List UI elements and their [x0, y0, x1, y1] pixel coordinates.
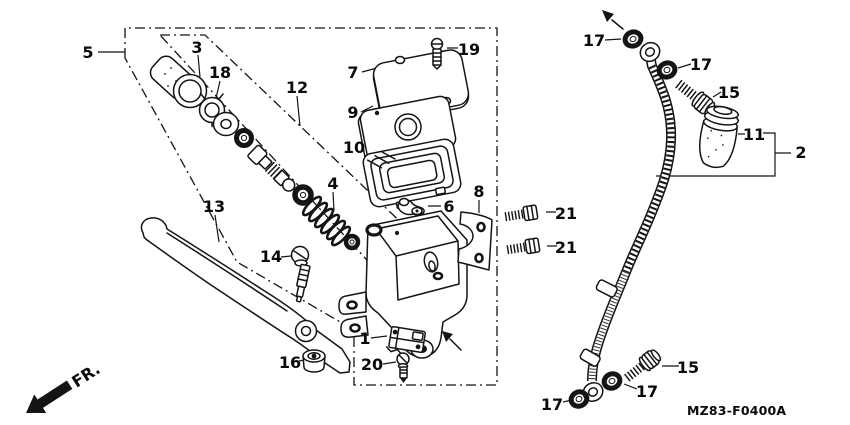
- piston-seal-front: [234, 128, 254, 148]
- callout-10: 10: [343, 138, 365, 157]
- piston-washer: [212, 111, 240, 137]
- callout-2: 2: [795, 143, 806, 162]
- sealing-washer-upper-outer: [622, 29, 644, 49]
- lever-pivot-bolt: [290, 245, 311, 303]
- master-cylinder-body: [338, 210, 468, 359]
- spring-end-washer: [343, 233, 361, 251]
- callout-21a: 21: [555, 204, 577, 223]
- piston-spring: [301, 195, 352, 247]
- sealing-washer-lower-outer: [568, 389, 590, 409]
- callout-1: 1: [359, 329, 370, 348]
- reservoir-diaphragm: [362, 138, 462, 209]
- callout-9: 9: [347, 103, 358, 122]
- callout-17c: 17: [541, 395, 563, 414]
- callout-20: 20: [361, 355, 383, 374]
- front-arrow-icon: [26, 380, 73, 413]
- master-piston: [247, 144, 296, 192]
- brake-light-switch: [385, 326, 426, 356]
- switch-screw: [396, 352, 410, 383]
- front-marker-label: FR.: [68, 359, 103, 391]
- callout-16: 16: [279, 353, 301, 372]
- sealing-washer-lower-inner: [601, 371, 623, 391]
- hose-direction-arrow-top: [602, 10, 624, 30]
- callout-17a: 17: [583, 31, 605, 50]
- callout-15a: 15: [718, 83, 740, 102]
- callout-13: 13: [203, 197, 225, 216]
- callout-14: 14: [260, 247, 282, 266]
- callout-11: 11: [743, 125, 765, 144]
- piston-boot: [149, 55, 208, 109]
- brake-lever: [140, 217, 351, 374]
- piston-cup-seal: [292, 184, 314, 206]
- cap-screw: [430, 37, 444, 70]
- callout-7: 7: [347, 63, 358, 82]
- hose-boot: [698, 105, 740, 169]
- hose-upper-eyelet: [639, 41, 661, 63]
- hose-clamp-piece: [397, 197, 425, 216]
- callout-15b: 15: [677, 358, 699, 377]
- diagram-code: MZ83-F0400A: [687, 403, 786, 418]
- callout-6: 6: [443, 197, 454, 216]
- callout-21b: 21: [555, 238, 577, 257]
- banjo-bolt-lower: [624, 349, 662, 382]
- callout-19: 19: [458, 40, 480, 59]
- body-direction-arrow: [442, 331, 462, 351]
- lever-pivot-nut: [302, 349, 326, 373]
- callout-5: 5: [82, 43, 93, 62]
- hose-assembly-bracket: [656, 132, 791, 177]
- front-direction-marker: FR.: [26, 359, 104, 413]
- callout-leader-lines: [98, 38, 722, 403]
- sealing-washer-upper-inner: [656, 60, 678, 80]
- callout-17d: 17: [636, 382, 658, 401]
- callout-17b: 17: [690, 55, 712, 74]
- clamp-bolt-upper: [504, 204, 539, 222]
- brake-hose: [579, 41, 677, 403]
- callout-3: 3: [191, 38, 202, 57]
- callout-18: 18: [209, 63, 231, 82]
- assembly-boundary-outline: [124, 27, 498, 386]
- clamp-bolt-lower: [506, 237, 541, 255]
- callout-4: 4: [327, 174, 338, 193]
- handlebar-clamp: [457, 211, 493, 271]
- callout-8: 8: [473, 182, 484, 201]
- callout-12: 12: [286, 78, 308, 97]
